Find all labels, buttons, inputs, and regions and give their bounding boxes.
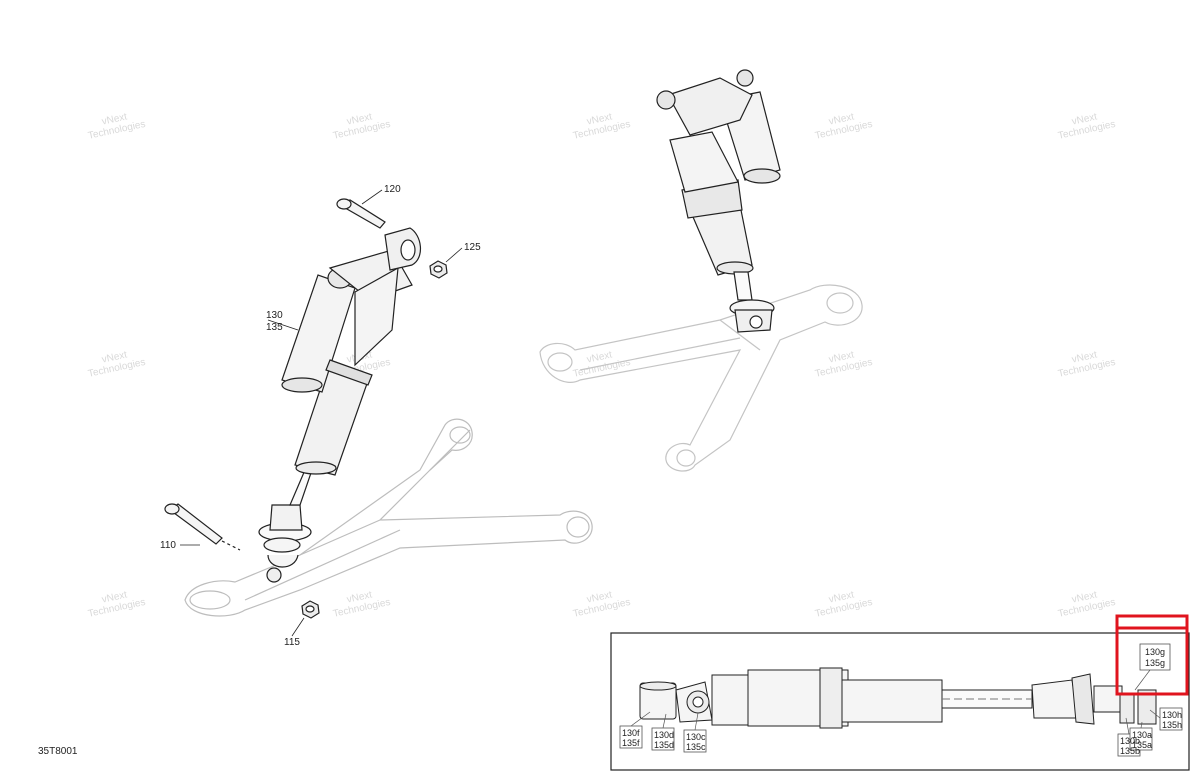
tag-130c: 130c xyxy=(686,732,706,742)
watermark-line1: vNext xyxy=(1071,111,1099,127)
nut-115 xyxy=(301,600,320,619)
tag-130f: 130f xyxy=(622,728,640,738)
shock-absorber-right xyxy=(656,69,781,333)
tag-135a: 135a xyxy=(1132,740,1152,750)
callout-110: 110 xyxy=(160,540,176,551)
callouts-left xyxy=(180,189,463,637)
watermark-line1: vNext xyxy=(828,589,856,605)
inset-detail: 130f 135f 130d 135d 130c 135c 130b 135b … xyxy=(610,614,1190,771)
watermark-line1: vNext xyxy=(586,589,614,605)
watermark-line1: vNext xyxy=(101,111,129,127)
watermark-line1: vNext xyxy=(101,589,129,605)
lower-a-arm-right xyxy=(539,284,863,472)
watermark-line1: vNext xyxy=(346,111,374,127)
tag-135h: 135h xyxy=(1162,720,1182,730)
inset-tag-leaders xyxy=(630,669,1161,735)
watermark-line1: vNext xyxy=(828,349,856,365)
watermark-line1: vNext xyxy=(828,111,856,127)
bolt-110 xyxy=(164,503,241,551)
watermark-line1: vNext xyxy=(101,349,129,365)
shock-absorber-left xyxy=(258,227,421,583)
tag-130g: 130g xyxy=(1145,647,1165,657)
bolt-120 xyxy=(336,198,386,229)
callout-130: 130 xyxy=(266,310,283,321)
tag-135g: 135g xyxy=(1145,658,1165,668)
tag-135d: 135d xyxy=(654,740,674,750)
callout-115: 115 xyxy=(284,637,300,648)
callout-135: 135 xyxy=(266,322,283,333)
watermark-line1: vNext xyxy=(1071,589,1099,605)
watermark-line1: vNext xyxy=(1071,349,1099,365)
lower-a-arm-left xyxy=(184,418,593,617)
watermark-line1: vNext xyxy=(346,589,374,605)
tag-130h: 130h xyxy=(1162,710,1182,720)
inset-shock-side-view xyxy=(639,667,1157,729)
callout-125: 125 xyxy=(464,242,481,253)
watermark-line1: vNext xyxy=(586,111,614,127)
tag-130a: 130a xyxy=(1132,730,1152,740)
tag-130b: 130b xyxy=(1120,736,1140,746)
diagram-code: 35T8001 xyxy=(38,746,78,757)
tag-135b: 135b xyxy=(1120,746,1140,756)
tag-135f: 135f xyxy=(622,738,640,748)
watermark-line1: vNext xyxy=(586,349,614,365)
tag-135c: 135c xyxy=(686,742,706,752)
highlight-box xyxy=(1115,614,1189,696)
nut-125 xyxy=(429,260,448,279)
inset-tags xyxy=(619,643,1183,757)
callout-120: 120 xyxy=(384,184,401,195)
tag-130d: 130d xyxy=(654,730,674,740)
